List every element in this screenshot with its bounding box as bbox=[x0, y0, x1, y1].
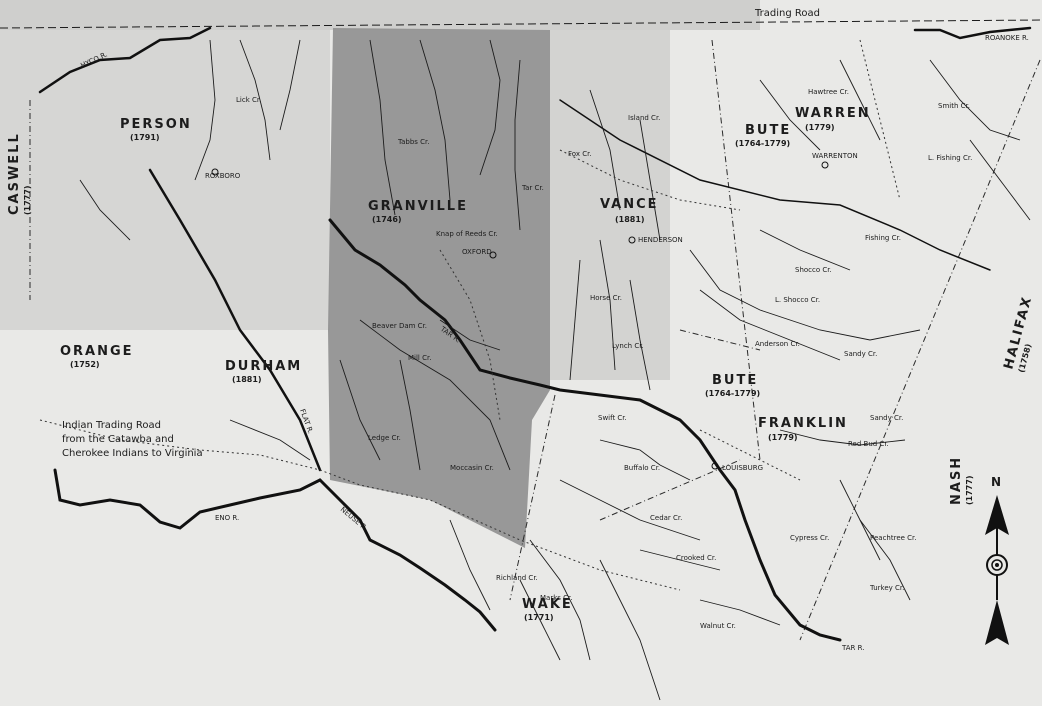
upper-shade-band bbox=[0, 30, 330, 330]
creek-horse: Horse Cr. bbox=[590, 294, 622, 302]
county-granville-year: (1746) bbox=[372, 215, 402, 224]
county-granville: GRANVILLE bbox=[368, 199, 468, 214]
creek-moccasin: Moccasin Cr. bbox=[450, 464, 494, 472]
north-arrow-ring-center bbox=[995, 563, 999, 567]
river-roanoke-label: ROANOKE R. bbox=[985, 34, 1029, 42]
creek-lick: Lick Cr. bbox=[236, 96, 261, 104]
town-roxboro: ROXBORO bbox=[205, 172, 241, 180]
trading-road-note-line-2: from the Catawba and bbox=[62, 434, 174, 445]
county-caswell-year: (1777) bbox=[23, 185, 32, 215]
creek-tabbs: Tabbs Cr. bbox=[397, 138, 430, 146]
trading-road-note-line-3: Cherokee Indians to Virginia bbox=[62, 448, 203, 459]
creek-little-shocco: L. Shocco Cr. bbox=[775, 296, 820, 304]
trading-road-line bbox=[0, 19, 1042, 29]
trading-road-label: Trading Road bbox=[754, 8, 820, 19]
county-durham: DURHAM bbox=[225, 359, 302, 374]
north-arrow-label: N bbox=[991, 475, 1001, 489]
creek-turkey: Turkey Cr. bbox=[869, 584, 904, 592]
creek-hawtree: Hawtree Cr. bbox=[808, 88, 849, 96]
creek-cypress: Cypress Cr. bbox=[790, 534, 829, 542]
creek-anderson: Anderson Cr. bbox=[755, 340, 800, 348]
top-strip bbox=[0, 0, 760, 30]
creek-fishing: Fishing Cr. bbox=[865, 234, 901, 242]
rivers bbox=[38, 26, 1032, 642]
creek-knap: Knap of Reeds Cr. bbox=[436, 230, 498, 238]
river-eno-label: ENO R. bbox=[215, 514, 239, 522]
creek-walnut: Walnut Cr. bbox=[700, 622, 736, 630]
hyco-river bbox=[38, 26, 212, 94]
tar-river bbox=[328, 218, 842, 642]
county-nash-year: (1777) bbox=[965, 475, 974, 505]
county-orange: ORANGE bbox=[60, 344, 134, 359]
creek-swift: Swift Cr. bbox=[598, 414, 627, 422]
creek-mill: Mill Cr. bbox=[408, 354, 431, 362]
henderson-marker bbox=[628, 236, 636, 244]
north-arrow-bottom bbox=[985, 600, 1009, 645]
creeks bbox=[79, 39, 1031, 701]
town-henderson: HENDERSON bbox=[638, 236, 683, 244]
county-wake-year: (1771) bbox=[524, 613, 554, 622]
creek-crooked: Crooked Cr. bbox=[676, 554, 716, 562]
creek-island: Island Cr. bbox=[628, 114, 660, 122]
creek-ledge: Ledge Cr. bbox=[368, 434, 401, 442]
county-wake: WAKE bbox=[522, 597, 573, 612]
county-caswell: CASWELL bbox=[7, 132, 22, 215]
creek-shocco: Shocco Cr. bbox=[795, 266, 832, 274]
county-boundaries bbox=[29, 39, 1041, 641]
creek-buffalo: Buffalo Cr. bbox=[624, 464, 660, 472]
creek-marks: Marks Cr. bbox=[540, 594, 572, 602]
county-bute-south: BUTE bbox=[712, 373, 758, 388]
granville-county-shade bbox=[328, 28, 550, 548]
creek-sandy: Sandy Cr. bbox=[844, 350, 877, 358]
county-durham-year: (1881) bbox=[232, 375, 262, 384]
county-bute-north: BUTE bbox=[745, 123, 791, 138]
creek-tar: Tar Cr. bbox=[521, 184, 544, 192]
creek-little-fishing: L. Fishing Cr. bbox=[928, 154, 972, 162]
creek-cedar: Cedar Cr. bbox=[650, 514, 682, 522]
town-warrenton: WARRENTON bbox=[812, 152, 858, 160]
warrenton-marker bbox=[821, 161, 829, 169]
county-warren: WARREN bbox=[795, 106, 871, 121]
north-arrow-ring-inner bbox=[991, 559, 1003, 571]
neuse-river bbox=[318, 478, 497, 632]
fishing-creek bbox=[559, 99, 991, 271]
county-bute-south-year: (1764-1779) bbox=[705, 389, 760, 398]
oxford-marker bbox=[489, 251, 497, 259]
county-vance-year: (1881) bbox=[615, 215, 645, 224]
eno-river bbox=[53, 468, 322, 530]
north-arrow: N bbox=[985, 475, 1009, 645]
town-markers bbox=[211, 161, 829, 470]
town-oxford: OXFORD bbox=[462, 248, 492, 256]
county-person-year: (1791) bbox=[130, 133, 160, 142]
county-vance: VANCE bbox=[600, 197, 659, 212]
county-person: PERSON bbox=[120, 117, 192, 132]
creek-richland: Richland Cr. bbox=[496, 574, 538, 582]
roanoke-river bbox=[913, 26, 1032, 40]
county-warren-year: (1779) bbox=[805, 123, 835, 132]
county-nash: NASH bbox=[949, 456, 964, 505]
dotted-roads bbox=[39, 39, 901, 591]
creek-red-bud: Red Bud Cr. bbox=[848, 440, 889, 448]
county-bute-north-year: (1764-1779) bbox=[735, 139, 790, 148]
creek-beaver-dam: Beaver Dam Cr. bbox=[372, 322, 427, 330]
creek-lynch: Lynch Cr. bbox=[612, 342, 644, 350]
creek-peachtree: Peachtree Cr. bbox=[870, 534, 917, 542]
vance-shade-band bbox=[550, 30, 670, 380]
louisburg-marker bbox=[711, 462, 719, 470]
creek-sandy-south: Sandy Cr. bbox=[870, 414, 903, 422]
county-franklin: FRANKLIN bbox=[758, 416, 848, 431]
flat-river bbox=[148, 168, 322, 472]
county-orange-year: (1752) bbox=[70, 360, 100, 369]
creek-smith: Smith Cr. bbox=[938, 102, 970, 110]
roxboro-marker bbox=[211, 168, 219, 176]
creek-fox: Fox Cr. bbox=[568, 150, 592, 158]
county-franklin-year: (1779) bbox=[768, 433, 798, 442]
town-louisburg: LOUISBURG bbox=[722, 464, 763, 472]
trading-road-note-line-1: Indian Trading Road bbox=[62, 420, 161, 431]
river-tar-east-label: TAR R. bbox=[841, 644, 864, 652]
north-arrow-top bbox=[985, 495, 1009, 535]
